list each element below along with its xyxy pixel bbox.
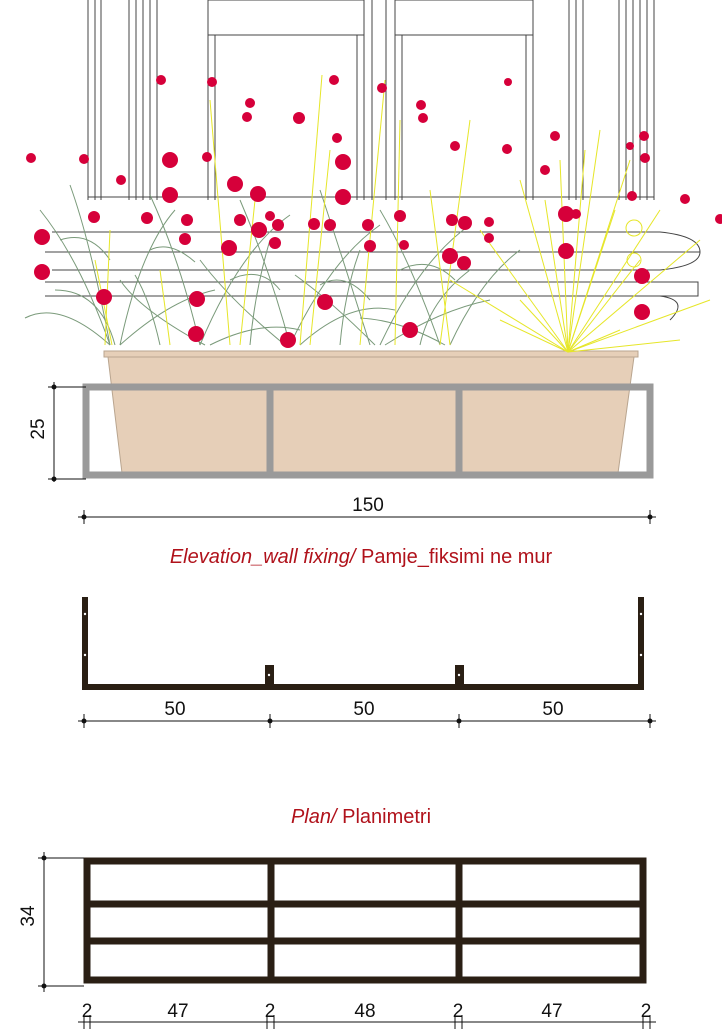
elevation-caption-italic: Elevation_wall fixing/ [169,546,356,568]
plan-seg-5: 2 [453,1001,464,1022]
section-3-label: 50 [542,699,563,720]
elevation-height-label: 25 [28,418,49,439]
grass-plants-green [24,184,521,346]
plan-depth-dimension [38,852,84,992]
planter [103,350,639,474]
plan-caption: Plan/ Planimetri [0,806,722,829]
elevation-width-label: 150 [352,495,384,516]
plan-seg-3: 2 [265,1001,276,1022]
section-dimension-line [78,714,656,728]
plan-depth-label: 34 [18,905,39,927]
plan-seg-2: 47 [167,1001,188,1022]
plan-seg-7: 2 [641,1001,652,1022]
elevation-caption: Elevation_wall fixing/ Pamje_fiksimi ne … [0,546,722,569]
plan-seg-4: 48 [354,1001,375,1022]
plan-caption-plain: Planimetri [336,806,432,828]
flower-heads [26,75,722,348]
steel-frame [82,383,654,479]
section-2-label: 50 [353,699,374,720]
plan-caption-italic: Plan/ [290,806,337,828]
elevation-caption-plain: Pamje_fiksimi ne mur [355,546,553,568]
plan-seg-6: 47 [541,1001,562,1022]
wall-fixing-bracket [82,597,644,690]
elevation-height-dimension [48,382,86,482]
plan-seg-1: 2 [82,1001,93,1022]
plan-frame [83,857,647,984]
plan-width-dimension [78,1015,656,1029]
elevation-width-dimension [78,510,656,524]
bracket-screws [83,612,643,677]
window-facade [45,0,701,321]
section-1-label: 50 [164,699,185,720]
